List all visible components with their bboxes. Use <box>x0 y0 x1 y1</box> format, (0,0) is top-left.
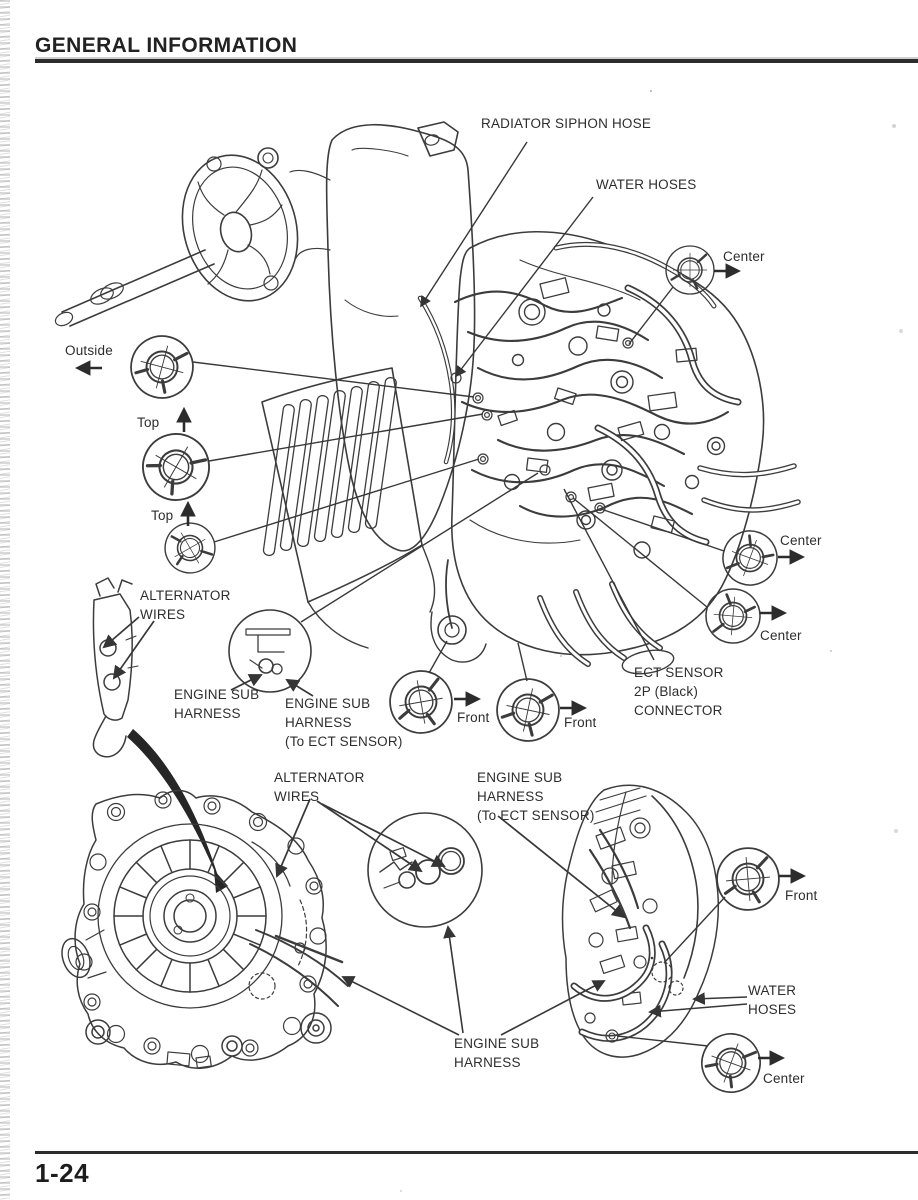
engine-side-drawing <box>561 784 720 1058</box>
label-alternator-wires-upper: ALTERNATOR WIRES <box>140 588 231 623</box>
label-top-2: Top <box>151 508 174 523</box>
page-title: GENERAL INFORMATION <box>35 34 298 57</box>
label-engine-sub-harness-ect-lower: ENGINE SUB HARNESS (To ECT SENSOR) <box>477 770 595 824</box>
exhaust-pipes <box>537 581 675 675</box>
label-engine-sub-harness-ect: ENGINE SUB HARNESS (To ECT SENSOR) <box>285 696 403 750</box>
hose-clamp-icon <box>702 585 764 647</box>
water-hoses <box>417 241 801 546</box>
hoses <box>453 290 730 518</box>
flywheel <box>54 147 299 327</box>
label-alternator-wires-lower: ALTERNATOR WIRES <box>274 770 365 805</box>
hose-clamp-icon <box>664 244 716 296</box>
label-radiator-siphon-hose: RADIATOR SIPHON HOSE <box>481 116 652 131</box>
label-water-hoses-lower: WATER HOSES <box>748 983 797 1018</box>
label-water-hoses-top: WATER HOSES <box>596 177 697 192</box>
hose-clamp-icon <box>122 327 202 407</box>
page-number: 1-24 <box>35 1158 90 1188</box>
radiator-grille <box>261 367 436 649</box>
scan-specks <box>650 90 652 92</box>
label-engine-sub-harness: ENGINE SUB HARNESS <box>174 687 260 722</box>
label-ect-sensor-connector: ECT SENSOR 2P (Black) CONNECTOR <box>634 665 724 719</box>
hose-clamp-icon <box>489 671 567 749</box>
thick-pointer-arrow <box>127 729 222 889</box>
hose-clamp-icon <box>714 522 786 594</box>
hose-clamp-icon <box>692 1024 770 1102</box>
detail-circle-wires <box>367 812 483 928</box>
label-center-mid-2: Center <box>760 628 802 643</box>
radiator-siphon-hose <box>417 295 456 465</box>
stator <box>113 839 267 993</box>
label-center-mid-1: Center <box>780 533 822 548</box>
detail-circle-harness <box>228 609 312 693</box>
leader-lines <box>102 141 748 1047</box>
label-front-left: Front <box>457 710 490 725</box>
label-front-right: Front <box>564 715 597 730</box>
label-center-lower: Center <box>763 1071 805 1086</box>
engine-top-drawing <box>54 121 801 675</box>
label-center-top-right: Center <box>723 249 765 264</box>
alternator-wire-bracket-drawing <box>92 577 139 758</box>
crankcase-stator-drawing <box>61 789 349 1069</box>
footer-rule <box>35 1151 918 1154</box>
label-top-1: Top <box>137 415 160 430</box>
label-outside: Outside <box>65 343 113 358</box>
label-front-lower: Front <box>785 888 818 903</box>
hose-clamp-icon <box>712 843 784 915</box>
header-rule <box>35 59 918 63</box>
label-engine-sub-harness-lower: ENGINE SUB HARNESS <box>454 1036 540 1071</box>
direction-arrows <box>74 263 807 1066</box>
hose-clamp-icon <box>129 420 223 514</box>
